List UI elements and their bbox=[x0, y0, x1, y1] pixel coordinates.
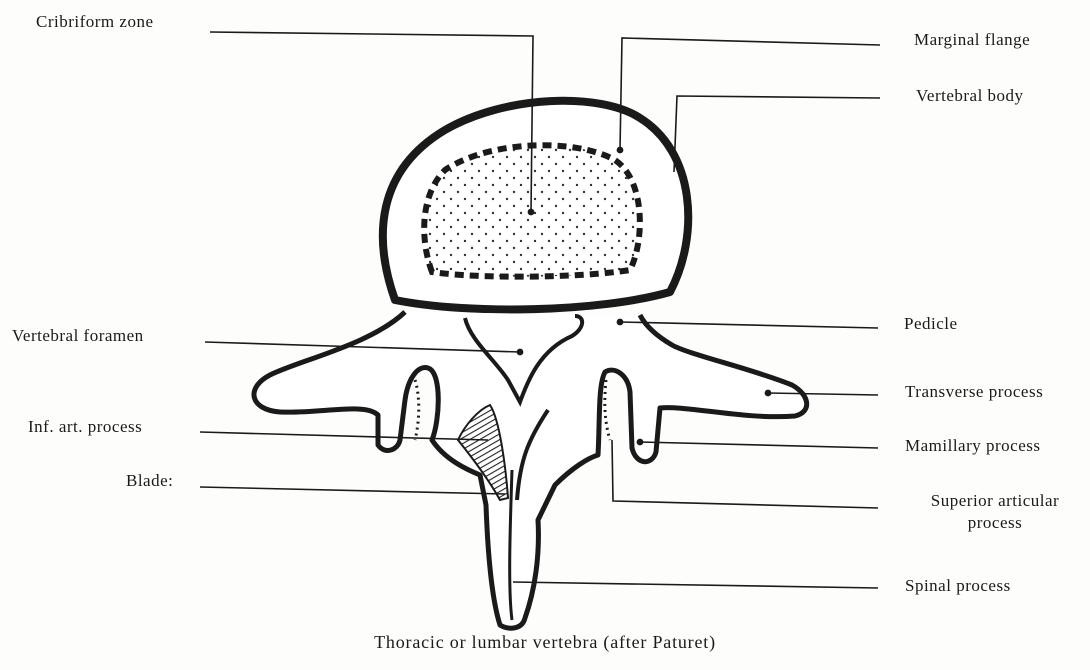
leader-spinal-process bbox=[513, 582, 878, 588]
leader-pedicle bbox=[620, 322, 878, 328]
figure-caption: Thoracic or lumbar vertebra (after Patur… bbox=[0, 632, 1090, 653]
label-cribriform-zone: Cribriform zone bbox=[36, 12, 154, 32]
label-superior-articular-line1: Superior articular bbox=[905, 490, 1085, 512]
inf-art-process-inner bbox=[415, 380, 419, 440]
leader-vertebral-body bbox=[674, 96, 880, 172]
leader-mamillary-process bbox=[640, 442, 878, 448]
label-vertebral-foramen: Vertebral foramen bbox=[12, 326, 144, 346]
leader-dot-mamillary bbox=[637, 439, 642, 444]
sup-art-process-inner bbox=[605, 380, 610, 440]
leader-dot-foramen bbox=[517, 349, 522, 354]
leader-dot-cribriform bbox=[528, 209, 533, 214]
leader-dot-marginal bbox=[617, 147, 622, 152]
label-vertebral-body: Vertebral body bbox=[916, 86, 1024, 106]
label-marginal-flange: Marginal flange bbox=[914, 30, 1030, 50]
leader-dot-transverse bbox=[765, 390, 770, 395]
label-spinal-process: Spinal process bbox=[905, 576, 1011, 596]
leader-blade bbox=[200, 487, 505, 494]
label-blade: Blade: bbox=[126, 471, 173, 491]
label-superior-articular-process: Superior articular process bbox=[905, 490, 1085, 534]
label-mamillary-process: Mamillary process bbox=[905, 436, 1041, 456]
label-inf-art-process: Inf. art. process bbox=[28, 417, 142, 437]
leader-dot-pedicle bbox=[617, 319, 622, 324]
label-pedicle: Pedicle bbox=[904, 314, 958, 334]
label-transverse-process: Transverse process bbox=[905, 382, 1043, 402]
label-superior-articular-line2: process bbox=[905, 512, 1085, 534]
neural-arch-outline bbox=[254, 312, 807, 628]
